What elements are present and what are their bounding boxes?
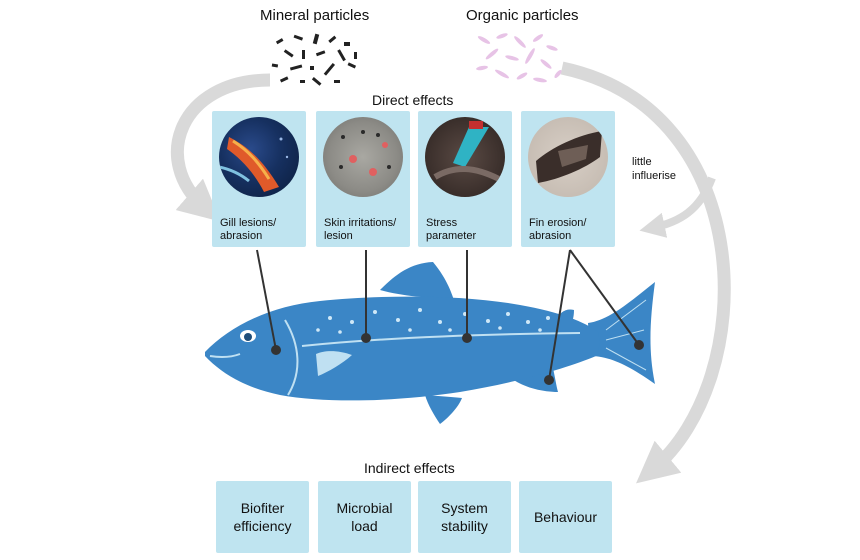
connector-dot-fin-anal (544, 375, 554, 385)
gill-photo-icon (219, 117, 299, 197)
indirect-effects-title: Indirect effects (364, 460, 455, 476)
card-fin-label: Fin erosion/ abrasion (529, 217, 587, 242)
skin-photo-icon (323, 117, 403, 197)
connector-fin-caudal (569, 249, 640, 346)
little-influence-note: little influerise (632, 156, 677, 182)
connector-dot-stress (462, 333, 472, 343)
box-biofilter-efficiency: Biofiter efficiency (216, 481, 309, 553)
connector-fin-anal (548, 249, 571, 381)
box-system-stability: System stability (418, 481, 511, 553)
arrow-organic-to-indirect (560, 61, 731, 484)
connector-gill (256, 249, 277, 351)
fin-photo-icon (528, 117, 608, 197)
card-skin-irritations: Skin irritations/ lesion (316, 111, 410, 247)
connector-dot-fin-caudal (634, 340, 644, 350)
card-gill-lesions: Gill lesions/ abrasion (212, 111, 306, 247)
organic-particles-icon (476, 33, 562, 83)
card-fin-erosion: Fin erosion/ abrasion (521, 111, 615, 247)
fish-illustration (205, 262, 655, 424)
organic-particles-title: Organic particles (466, 7, 579, 24)
direct-effects-title: Direct effects (372, 92, 454, 108)
connector-dot-gill (271, 345, 281, 355)
blood-sample-photo-icon (425, 117, 505, 197)
box-microbial-load: Microbial load (318, 481, 411, 553)
card-stress-parameter: Stress parameter (418, 111, 512, 247)
arrow-organic-little-influence (639, 176, 716, 238)
box-behaviour: Behaviour (519, 481, 612, 553)
mineral-particles-icon (271, 33, 357, 86)
card-gill-label: Gill lesions/ abrasion (220, 217, 277, 242)
card-skin-label: Skin irritations/ lesion (324, 217, 397, 242)
mineral-particles-title: Mineral particles (260, 7, 370, 24)
connector-dot-skin (361, 333, 371, 343)
card-stress-label: Stress parameter (426, 217, 477, 242)
arrow-mineral-to-direct (171, 73, 271, 222)
